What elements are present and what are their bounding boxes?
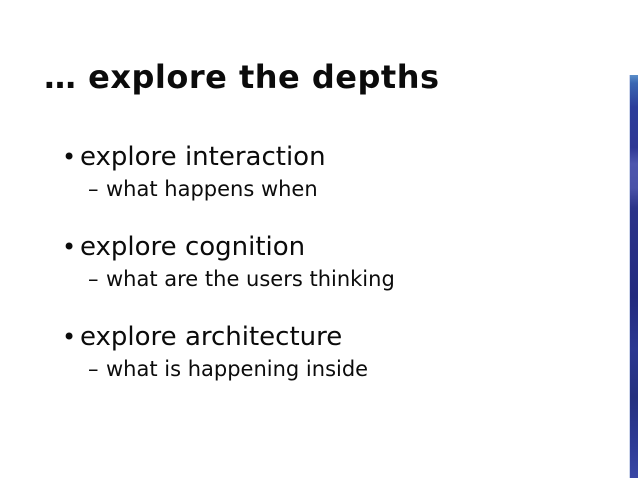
bullet-list: • explore interaction – what happens whe…	[62, 139, 602, 409]
list-item: • explore cognition – what are the users…	[62, 229, 602, 293]
bullet-icon: •	[62, 143, 77, 171]
slide-title: … explore the depths	[44, 58, 440, 96]
sub-bullet-line: – what are the users thinking	[88, 265, 602, 293]
bullet-line: • explore architecture	[62, 319, 602, 355]
list-item: • explore architecture – what is happeni…	[62, 319, 602, 383]
dash-icon: –	[88, 177, 99, 201]
sub-bullet-label: what are the users thinking	[106, 267, 395, 291]
bullet-line: • explore interaction	[62, 139, 602, 175]
dash-icon: –	[88, 267, 99, 291]
sub-bullet-line: – what happens when	[88, 175, 602, 203]
bullet-label: explore architecture	[80, 322, 343, 352]
list-item: • explore interaction – what happens whe…	[62, 139, 602, 203]
bullet-line: • explore cognition	[62, 229, 602, 265]
bullet-label: explore interaction	[80, 142, 326, 172]
sub-bullet-label: what happens when	[106, 177, 318, 201]
photo-edge-strip	[629, 75, 638, 478]
bullet-icon: •	[62, 233, 77, 261]
sub-bullet-line: – what is happening inside	[88, 355, 602, 383]
bullet-label: explore cognition	[80, 232, 306, 262]
dash-icon: –	[88, 357, 99, 381]
bullet-icon: •	[62, 323, 77, 351]
sub-bullet-label: what is happening inside	[106, 357, 369, 381]
